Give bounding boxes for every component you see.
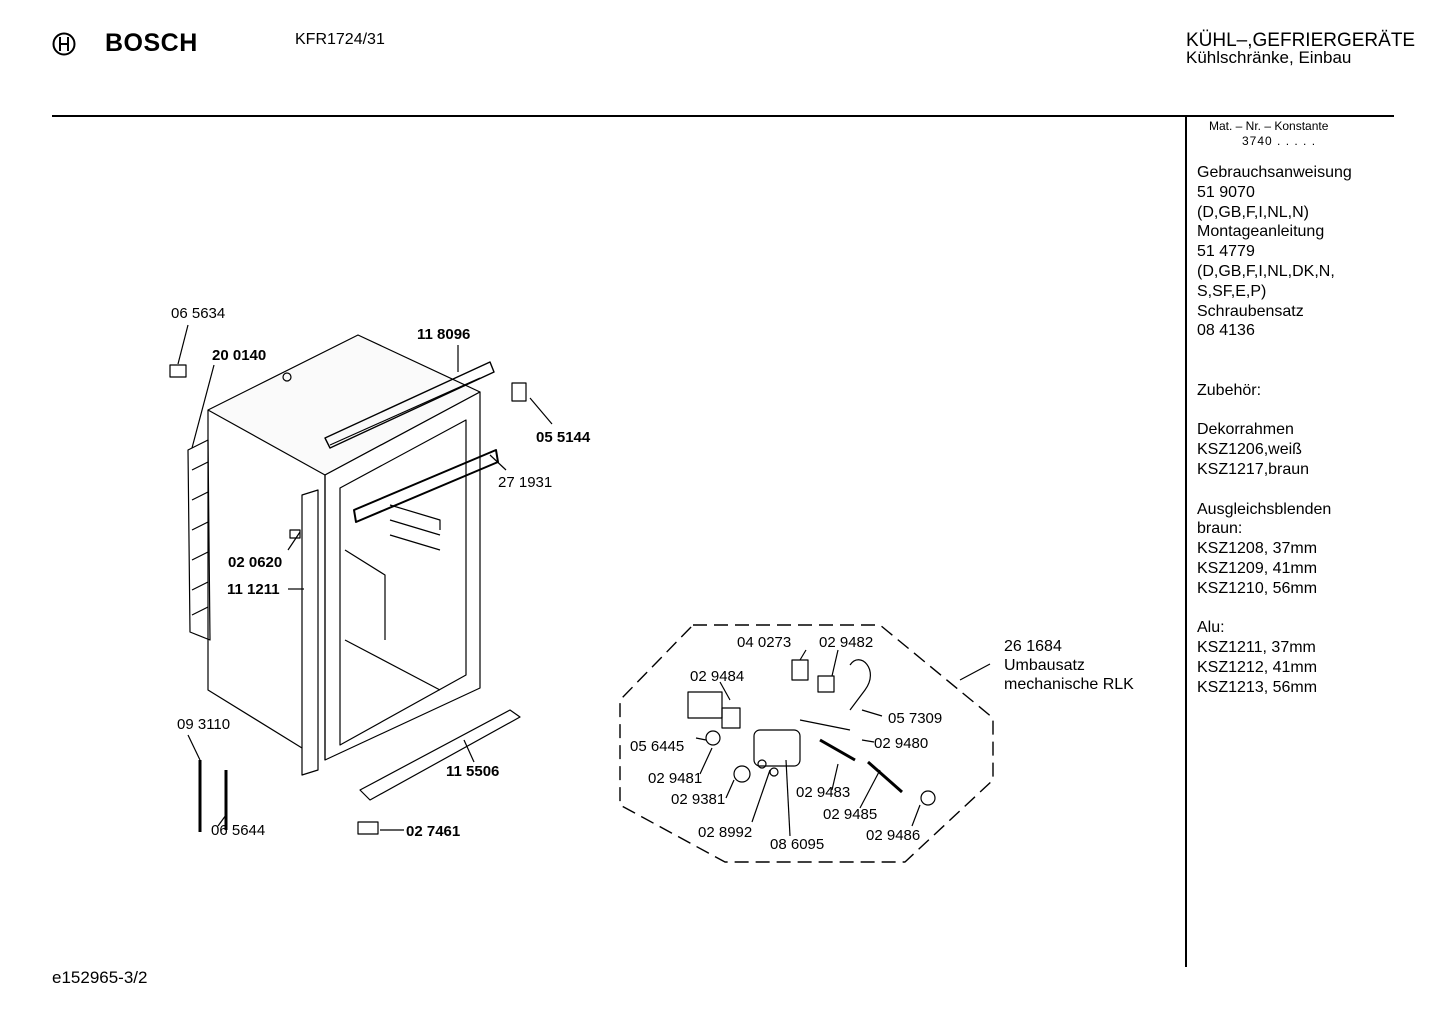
part-label-029485: 02 9485 xyxy=(823,806,878,823)
side-panel-line: Montageanleitung xyxy=(1197,223,1325,241)
part-label-029481: 02 9481 xyxy=(648,770,703,787)
side-panel-line: Zubehör: xyxy=(1197,381,1262,399)
part-label-029483: 02 9483 xyxy=(796,784,851,801)
part-label-040273: 04 0273 xyxy=(737,634,792,651)
part-label-028992: 02 8992 xyxy=(698,824,753,841)
side-panel-line: Alu: xyxy=(1197,619,1225,637)
side-panel-line: KSZ1213, 56mm xyxy=(1197,678,1318,696)
part-label-029482: 02 9482 xyxy=(819,634,874,651)
side-panel-line: KSZ1209, 41mm xyxy=(1197,560,1318,577)
side-panel-line: (D,GB,F,I,NL,N) xyxy=(1197,203,1310,221)
document-id: e152965-3/2 xyxy=(52,968,148,987)
kit-name-line2: mechanische RLK xyxy=(1004,676,1134,693)
part-label-065634: 06 5634 xyxy=(171,305,226,322)
header-divider xyxy=(52,115,1394,117)
side-panel-line: Ausgleichsblenden xyxy=(1197,500,1332,518)
bosch-logo-icon xyxy=(52,32,76,56)
kit-outline xyxy=(619,624,994,863)
part-label-029486: 02 9486 xyxy=(866,827,921,844)
mat-number-value: 3740 . . . . . xyxy=(1242,134,1317,148)
side-panel-line: S,SF,E,P) xyxy=(1197,282,1267,300)
side-panel-line: Schraubensatz xyxy=(1197,302,1304,320)
side-panel-line: KSZ1211, 37mm xyxy=(1197,639,1316,657)
part-label-086095: 08 6095 xyxy=(770,836,825,853)
leader-lines xyxy=(177,324,991,831)
side-panel-line: KSZ1206,weiß xyxy=(1197,441,1302,459)
side-panel-line: braun: xyxy=(1197,520,1243,538)
side-panel-line: Dekorrahmen xyxy=(1197,421,1294,439)
part-label-065644: 06 5644 xyxy=(211,822,266,839)
category-subtitle: Kühlschränke, Einbau xyxy=(1186,48,1352,67)
part-label-020620: 02 0620 xyxy=(228,554,283,571)
cabinet-drawing xyxy=(169,334,527,835)
part-label-200140: 20 0140 xyxy=(212,347,267,364)
mat-number-header: Mat. – Nr. – Konstante xyxy=(1209,119,1329,133)
kit-name-line1: Umbausatz xyxy=(1004,657,1085,674)
side-panel-line: 08 4136 xyxy=(1197,322,1255,340)
side-panel-line: (D,GB,F,I,NL,DK,N, xyxy=(1197,263,1335,280)
model-number: KFR1724/31 xyxy=(295,31,385,48)
side-panel-line: KSZ1212, 41mm xyxy=(1197,659,1318,676)
part-label-056445: 05 6445 xyxy=(630,738,685,755)
part-label-271931: 27 1931 xyxy=(498,474,553,491)
part-label-111211: 11 1211 xyxy=(227,581,280,598)
side-panel-line: KSZ1210, 56mm xyxy=(1197,579,1318,597)
side-panel-divider xyxy=(1185,117,1187,967)
side-panel-line: KSZ1217,braun xyxy=(1197,461,1310,478)
kit-number: 26 1684 xyxy=(1004,638,1062,655)
category-title: KÜHL–,GEFRIERGERÄTE xyxy=(1186,30,1416,51)
side-panel-line: Gebrauchsanweisung xyxy=(1197,164,1352,181)
part-label-115506: 11 5506 xyxy=(446,763,500,780)
part-label-118096: 11 8096 xyxy=(417,326,471,343)
part-label-029480: 02 9480 xyxy=(874,735,929,752)
part-label-057309: 05 7309 xyxy=(888,710,943,727)
part-label-029484: 02 9484 xyxy=(690,668,745,685)
part-label-055144: 05 5144 xyxy=(536,429,591,446)
part-label-093110: 09 3110 xyxy=(177,716,231,733)
side-panel-line: 51 4779 xyxy=(1197,243,1255,261)
brand-name: BOSCH xyxy=(105,29,198,57)
kit-parts-drawing xyxy=(687,649,936,837)
part-label-027461: 02 7461 xyxy=(406,823,461,840)
side-panel-line: 51 9070 xyxy=(1197,183,1255,201)
part-label-029381: 02 9381 xyxy=(671,791,726,808)
side-panel-line: KSZ1208, 37mm xyxy=(1197,540,1318,558)
